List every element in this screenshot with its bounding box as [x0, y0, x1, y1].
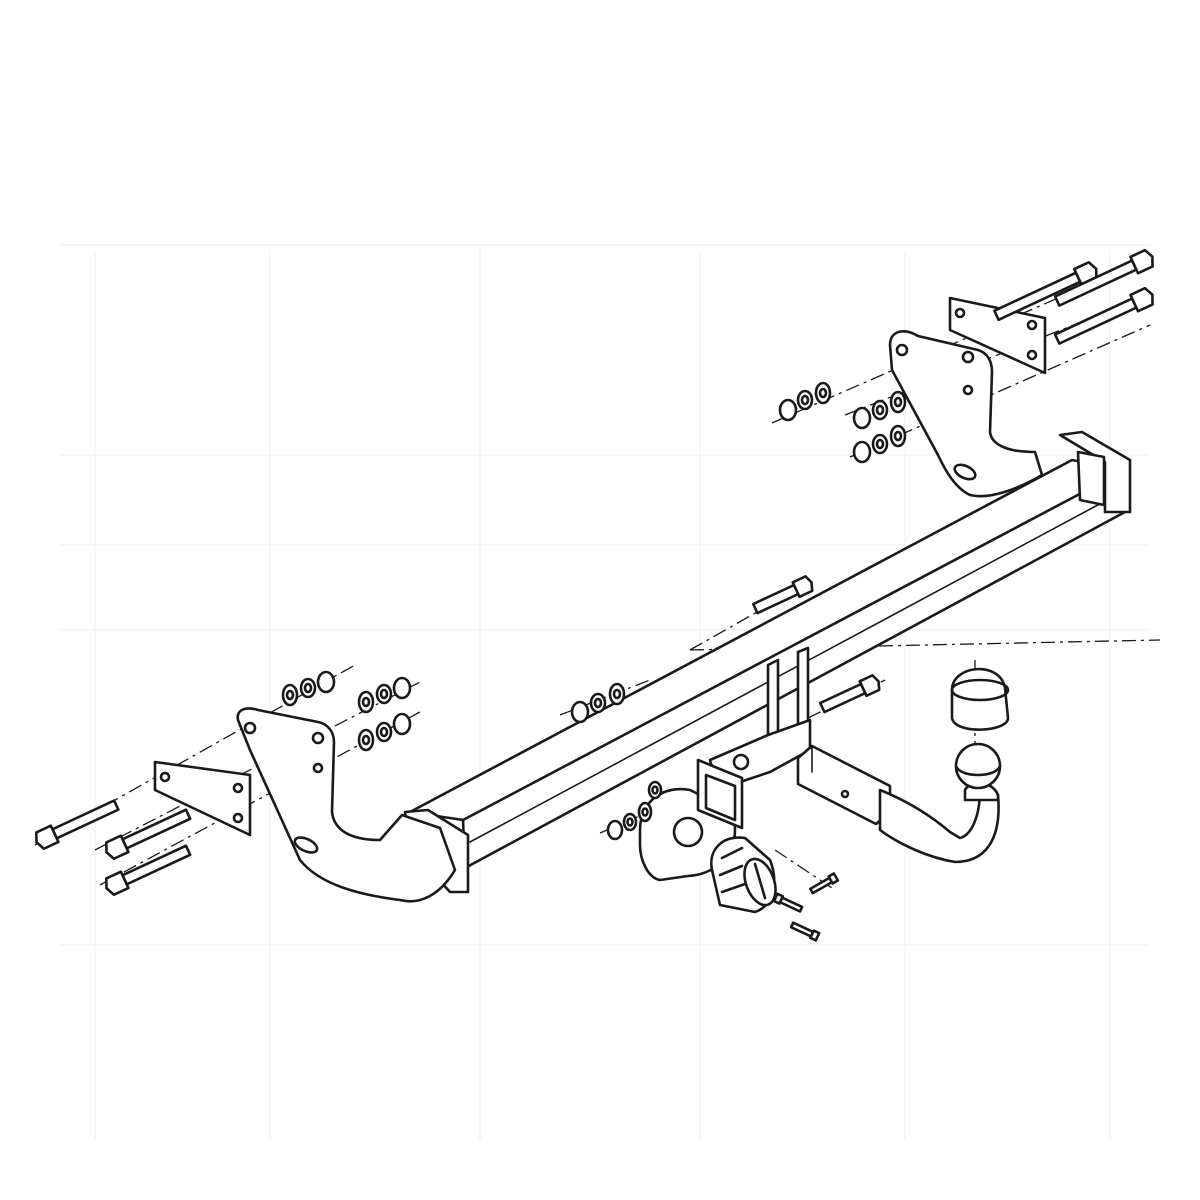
bolt — [818, 674, 881, 714]
bolts — [35, 248, 1154, 897]
screws — [772, 872, 840, 942]
bolt — [35, 799, 120, 851]
fastener-set — [357, 676, 412, 714]
fastener-set — [852, 424, 907, 464]
fastener-set — [281, 670, 336, 707]
fastener-set — [570, 682, 626, 724]
bolt — [751, 575, 814, 615]
tow-ball — [954, 742, 1002, 790]
electrical-socket — [710, 836, 777, 914]
screw — [789, 921, 821, 942]
fastener-set — [778, 381, 832, 422]
bolt — [1053, 286, 1154, 345]
right-side-bracket — [888, 330, 1044, 498]
screw — [772, 892, 804, 913]
fastener-set — [357, 712, 412, 752]
bolt — [1053, 248, 1154, 307]
center-mounting-tabs — [708, 646, 812, 784]
left-backing-plate — [153, 760, 252, 837]
bolt — [993, 261, 1098, 322]
fastener-set — [852, 390, 907, 430]
fastener-set — [606, 780, 663, 841]
bolt — [105, 844, 192, 897]
left-side-bracket — [236, 707, 457, 903]
nuts-and-washers — [281, 381, 907, 841]
bolt — [105, 808, 192, 861]
ball-cover-cap — [950, 667, 1010, 731]
crossbar-beam — [403, 430, 1132, 894]
screw — [809, 872, 840, 895]
